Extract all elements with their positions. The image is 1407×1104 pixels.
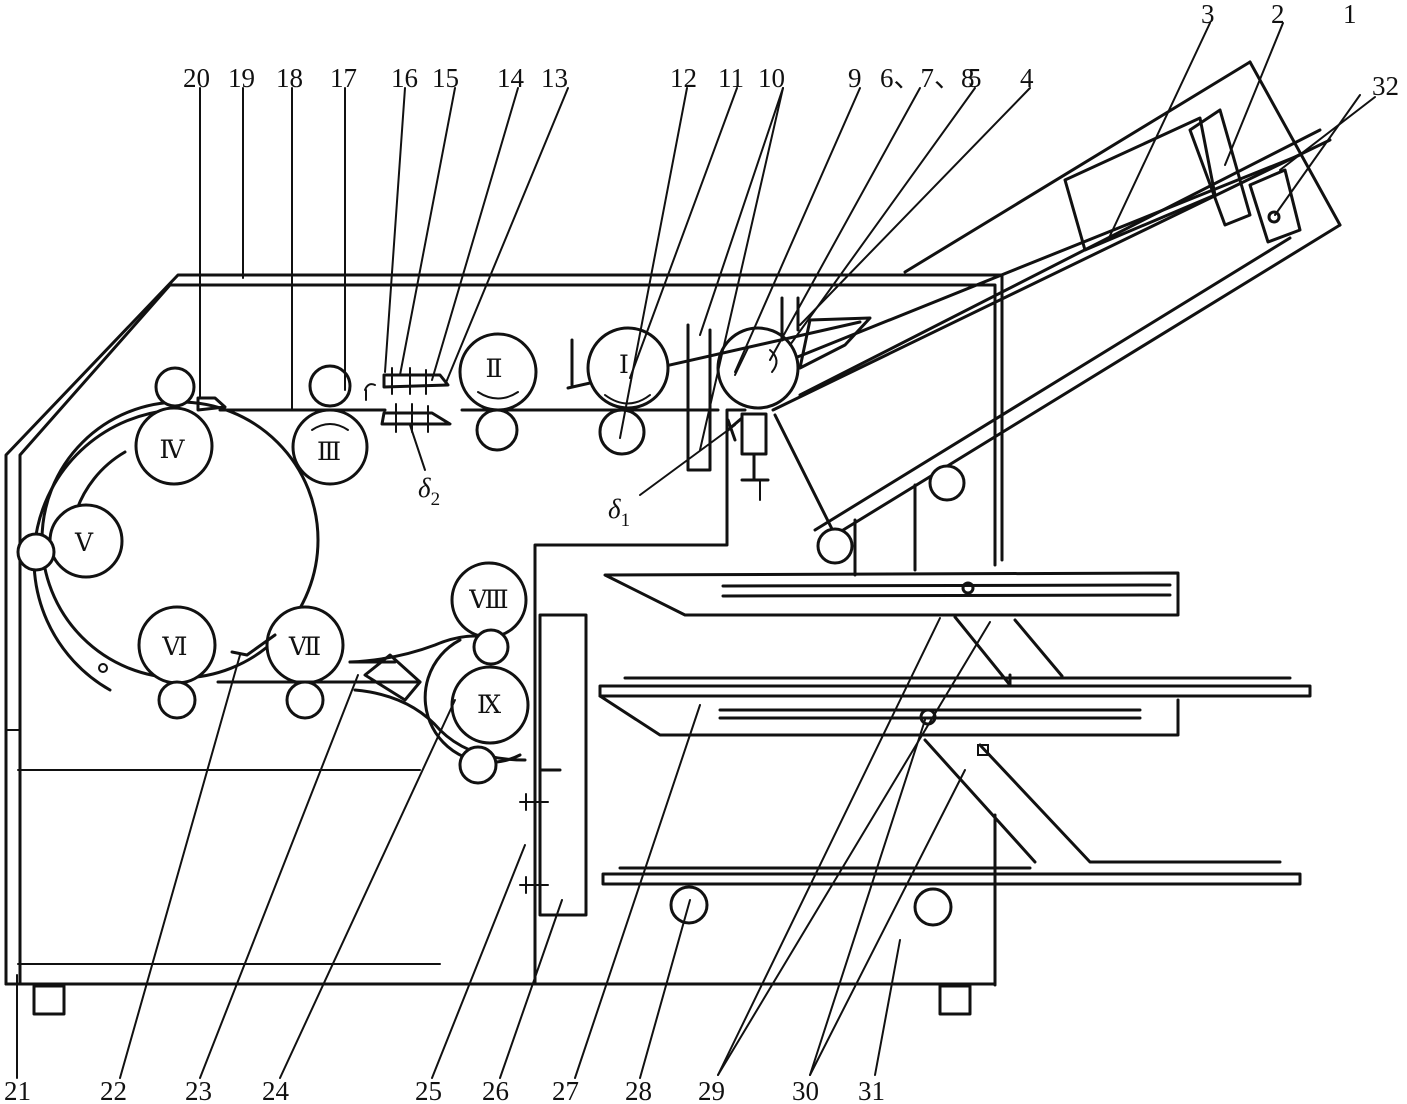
callout-32: 32	[1372, 71, 1399, 101]
callout-26: 26	[482, 1076, 509, 1104]
roller-III-group: Ⅲ	[291, 364, 369, 486]
callout-19: 19	[228, 63, 255, 93]
feed-support-roller	[816, 527, 854, 565]
callout-17: 17	[330, 63, 357, 93]
callout-23: 23	[185, 1076, 212, 1104]
callout-labels-top: 20 19 18 17 16 15 14 13 12 11 10 9 6、7、8…	[183, 0, 1399, 101]
callout-10: 10	[758, 63, 785, 93]
delivery-trays	[598, 571, 1312, 927]
callout-18: 18	[276, 63, 303, 93]
callout-14: 14	[497, 63, 525, 93]
roller-II-label: Ⅱ	[486, 356, 503, 383]
side-pinch-roller	[16, 532, 56, 572]
roller-III	[291, 408, 369, 486]
roller-IX-label: Ⅸ	[477, 692, 501, 719]
callout-2: 2	[1271, 0, 1285, 29]
second-fold: Ⅷ Ⅸ	[216, 561, 530, 785]
roller-IV-label: Ⅳ	[160, 437, 186, 464]
roller-VI-label: Ⅵ	[161, 634, 187, 661]
main-frame	[4, 273, 1004, 1016]
inner-partition	[533, 408, 747, 986]
callout-22: 22	[100, 1076, 127, 1104]
callout-labels-bottom: 21 22 23 24 25 26 27 28 29 30 31	[4, 1076, 885, 1104]
callout-24: 24	[262, 1076, 290, 1104]
callout-6-7-8: 6、7、8	[880, 63, 975, 93]
roller-II-group: Ⅱ	[458, 332, 538, 452]
roller-VII-label: Ⅶ	[288, 634, 321, 661]
roller-III-upper	[308, 364, 352, 408]
roller-I	[586, 326, 670, 410]
roller-V-label: Ⅴ	[74, 530, 94, 557]
callout-5: 5	[968, 63, 982, 93]
bottom-pinch-roller-left	[157, 680, 197, 720]
callout-11: 11	[718, 63, 744, 93]
buckle-drum: Ⅳ Ⅴ Ⅵ Ⅶ	[16, 366, 345, 720]
callout-4: 4	[1020, 63, 1034, 93]
callout-1: 1	[1343, 0, 1357, 29]
roller-III-label: Ⅲ	[317, 439, 341, 466]
callout-31: 31	[858, 1076, 885, 1104]
feed-table	[771, 60, 1342, 577]
callout-30: 30	[792, 1076, 819, 1104]
feed-mechanism	[566, 296, 872, 501]
callout-12: 12	[670, 63, 697, 93]
top-pinch-roller	[154, 366, 196, 408]
roller-VIII-pinch	[472, 628, 510, 666]
callout-28: 28	[625, 1076, 652, 1104]
fold-guides	[364, 367, 452, 433]
tray-roller	[913, 887, 953, 927]
bottom-pinch-roller-right	[285, 680, 325, 720]
gauge-plate	[519, 613, 588, 917]
callout-15: 15	[432, 63, 459, 93]
leader-lines	[16, 22, 1376, 1079]
gap-delta-2: δ2	[418, 473, 440, 510]
feed-support-roller	[928, 464, 966, 502]
gap-labels: δ2 δ1	[418, 473, 630, 531]
roller-I-label: Ⅰ	[619, 352, 629, 379]
callout-20: 20	[183, 63, 210, 93]
exit-roller	[458, 745, 498, 785]
gap-delta-1: δ1	[608, 494, 630, 531]
callout-29: 29	[698, 1076, 725, 1104]
callout-3: 3	[1201, 0, 1215, 29]
roller-IV	[134, 406, 214, 486]
callout-27: 27	[552, 1076, 579, 1104]
roller-II-lower	[475, 408, 519, 452]
callout-16: 16	[391, 63, 418, 93]
callout-21: 21	[4, 1076, 31, 1104]
callout-13: 13	[541, 63, 568, 93]
roller-VIII-label: Ⅷ	[468, 587, 508, 614]
callout-9: 9	[848, 63, 862, 93]
callout-25: 25	[415, 1076, 442, 1104]
